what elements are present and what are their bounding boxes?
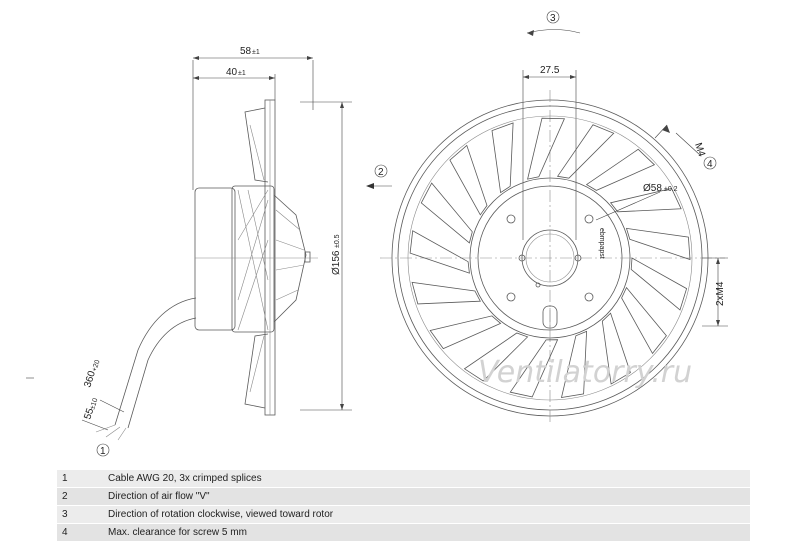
screw-hole — [584, 292, 594, 302]
fan-blade — [585, 148, 656, 191]
dim-360-tolerance: +20 — [91, 359, 101, 373]
fan-blade — [601, 312, 631, 385]
legend-text: Direction of air flow "V" — [103, 487, 750, 506]
dim-58-label: 58 — [240, 46, 252, 57]
fan-blade — [449, 144, 488, 216]
screw-hole — [584, 214, 594, 224]
dim-40-tolerance: ±1 — [238, 70, 246, 77]
fan-blade — [420, 182, 473, 244]
screw-hole — [506, 214, 516, 224]
dim-58-tolerance: ±1 — [252, 49, 260, 56]
fan-blade — [625, 227, 691, 261]
screw-hole — [574, 254, 582, 262]
callout-4: 4 — [707, 159, 713, 170]
side-view: 58 ±1 40 ±1 Ø156 ±0.5 — [26, 46, 352, 457]
front-view: 3 2 27.5 — [366, 10, 728, 425]
dim-40-label: 40 — [226, 67, 238, 78]
callout-2: 2 — [378, 167, 384, 178]
callout-1-circle — [96, 443, 110, 457]
fan-blade — [560, 330, 588, 398]
screw-hole — [506, 292, 516, 302]
fan-blade — [527, 117, 566, 180]
fan-blade — [609, 188, 682, 213]
screw-hole — [518, 254, 526, 262]
thread-2xm4-label: 2xM4 — [715, 281, 726, 306]
dim-58-dia-tolerance: ±0.2 — [664, 186, 678, 193]
dim-55-label: 55 — [82, 407, 96, 421]
legend-number: 4 — [57, 523, 103, 541]
dim-360-label: 360 — [82, 369, 98, 389]
dim-156-label: Ø156 — [331, 250, 342, 275]
screw-hole — [535, 282, 541, 288]
legend-text: Max. clearance for screw 5 mm — [103, 523, 750, 541]
callout-3: 3 — [550, 13, 556, 24]
fan-blade — [509, 339, 559, 398]
callout-3-circle — [546, 10, 560, 24]
fan-blade — [411, 281, 481, 305]
fan-blade — [621, 286, 667, 355]
dim-156-tolerance: ±0.5 — [334, 234, 341, 248]
fan-blade — [409, 230, 470, 274]
dim-58-dia-label: Ø58 — [643, 183, 662, 194]
fan-blade — [491, 122, 514, 194]
dim-55-tolerance: ±10 — [89, 397, 99, 410]
legend-number: 3 — [57, 505, 103, 524]
legend-number: 2 — [57, 487, 103, 506]
callout-4-circle — [703, 156, 717, 170]
legend-number: 1 — [57, 470, 103, 488]
fan-blade — [429, 315, 502, 350]
dim-27-5-label: 27.5 — [540, 65, 560, 76]
brand-stamp: ebmpapst — [598, 228, 605, 259]
watermark: Ventilatorry.ru — [478, 355, 692, 390]
fan-blade — [630, 257, 688, 311]
thread-m4-label: M4 — [692, 142, 707, 159]
legend-text: Cable AWG 20, 3x crimped splices — [103, 470, 750, 488]
callout-1: 1 — [100, 446, 106, 457]
fan-blades — [409, 117, 691, 398]
callout-2-circle — [374, 164, 388, 178]
legend-text: Direction of rotation clockwise, viewed … — [103, 505, 750, 524]
fan-blade — [463, 332, 529, 382]
fan-blade — [556, 124, 615, 179]
